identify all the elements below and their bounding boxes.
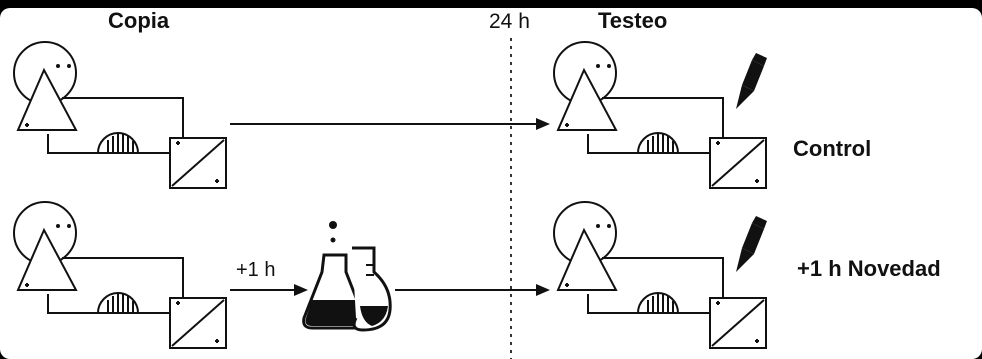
arrow-novelty bbox=[395, 284, 550, 296]
arrow-to-flasks bbox=[230, 284, 308, 296]
pencil-icon bbox=[736, 216, 767, 272]
flasks-icon bbox=[302, 221, 392, 332]
diagram-panel bbox=[0, 8, 982, 359]
plus-1h-label: +1 h bbox=[236, 259, 275, 281]
test-circuit-control bbox=[553, 41, 767, 189]
arrow-control bbox=[230, 118, 550, 130]
pencil-icon bbox=[736, 53, 767, 109]
copy-circuit-bottom bbox=[13, 201, 227, 349]
time-label: 24 h bbox=[489, 10, 530, 33]
copy-circuit-top bbox=[13, 41, 227, 189]
test-heading: Testeo bbox=[598, 8, 667, 33]
copy-heading: Copia bbox=[108, 8, 170, 33]
control-label: Control bbox=[793, 136, 871, 161]
novelty-label: +1 h Novedad bbox=[797, 256, 941, 281]
test-circuit-novelty bbox=[553, 201, 767, 349]
